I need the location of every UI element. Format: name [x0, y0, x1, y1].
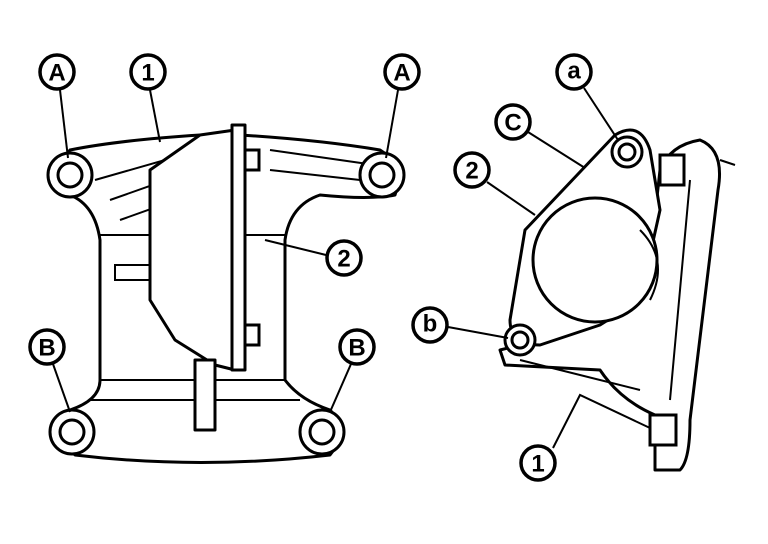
callout-a: a [555, 53, 593, 91]
callout-C: C [494, 103, 532, 141]
callout-2-left: 2 [325, 239, 363, 277]
callout-label: 1 [531, 451, 544, 478]
callout-B-left: B [28, 328, 66, 366]
callout-label: B [38, 335, 55, 362]
callout-A-right: A [383, 53, 421, 91]
callout-label: B [348, 335, 365, 362]
leader-lines [52, 87, 651, 449]
left-insulator-part-2 [148, 123, 261, 432]
right-bolts [503, 135, 644, 357]
callout-label: 1 [141, 60, 154, 87]
callout-1-left: 1 [129, 53, 167, 91]
callout-label: A [393, 60, 410, 87]
callout-A-left: A [38, 53, 76, 91]
callout-b: b [411, 306, 449, 344]
left-bolts [46, 151, 406, 456]
right-insulator-part-2 [508, 128, 662, 347]
callout-1-right: 1 [519, 444, 557, 482]
callout-label: b [423, 311, 438, 338]
callout-label: 2 [337, 246, 350, 273]
callout-label: C [504, 110, 521, 137]
callout-label: a [567, 58, 581, 85]
callout-label: A [48, 60, 65, 87]
callout-B-right: B [338, 328, 376, 366]
callout-label: 2 [465, 158, 478, 185]
callout-2-right: 2 [453, 151, 491, 189]
